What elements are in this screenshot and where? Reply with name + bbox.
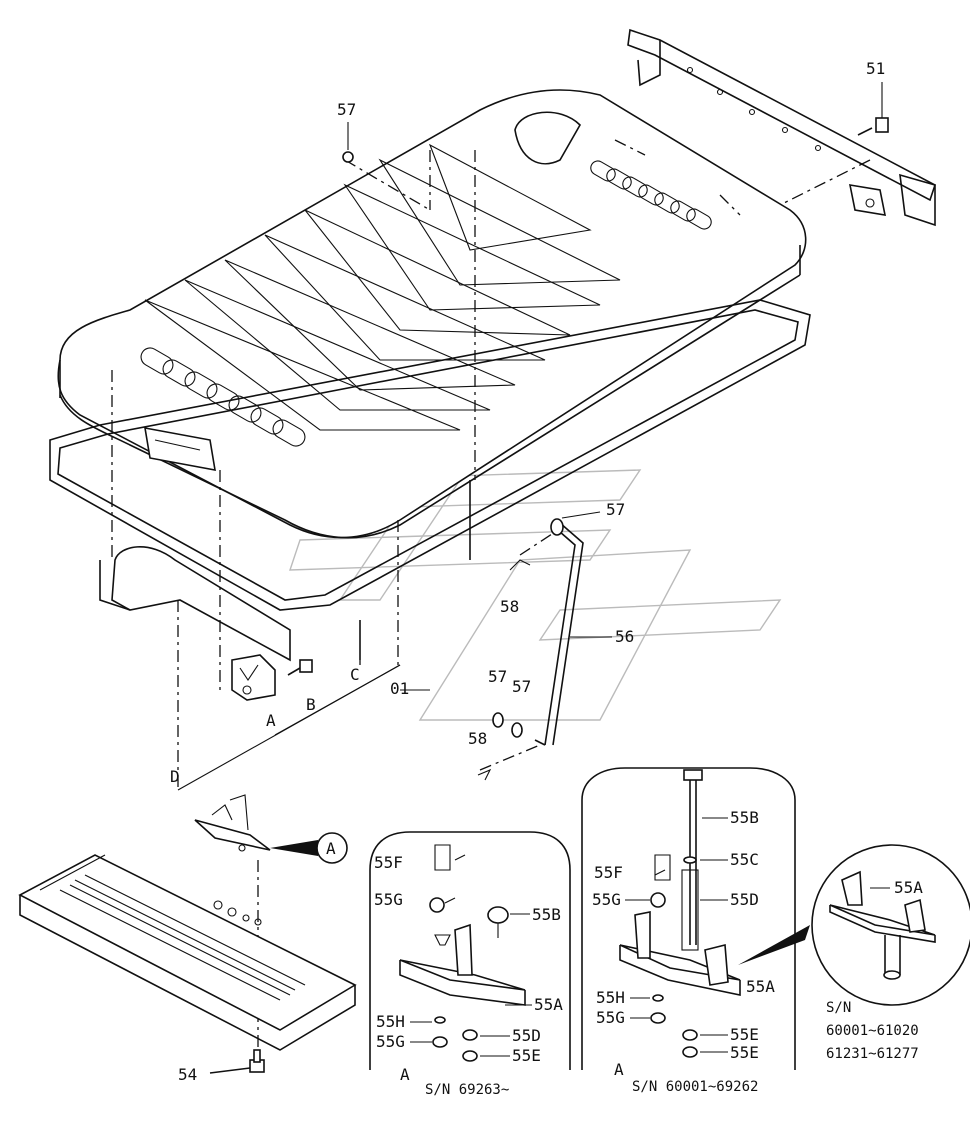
callout-57-right: 57	[512, 677, 531, 696]
serial-zoom-head: S/N	[826, 1000, 851, 1016]
leader-lines	[111, 139, 741, 1050]
callout-55a-inset1: 55A	[534, 995, 563, 1014]
callout-55b-inset1: 55B	[532, 905, 561, 924]
callout-55e-inset2-top: 55E	[730, 1025, 759, 1044]
callout-55f-inset2: 55F	[594, 863, 623, 882]
callout-51: 51	[866, 59, 885, 78]
callout-55b-inset2: 55B	[730, 808, 759, 827]
mounting-plate	[18, 854, 357, 1074]
callout-55e-inset1: 55E	[512, 1046, 541, 1065]
engine-cover-body	[99, 480, 471, 662]
callout-55h-inset1: 55H	[376, 1012, 405, 1031]
callout-01: 01	[390, 679, 409, 698]
callout-55g-inset2-top: 55G	[592, 890, 621, 909]
ref-a-main: A	[266, 711, 276, 730]
ref-a-circle: A	[326, 839, 336, 858]
callout-55f-inset1: 55F	[374, 853, 403, 872]
ref-circle-a	[316, 832, 348, 864]
latch-assembly-main	[231, 654, 313, 701]
ref-c-main: C	[350, 665, 360, 684]
callout-58-upper: 58	[500, 597, 519, 616]
callout-labels: 51 57 57 58 56 57 57 58 01 C B A D A 54 …	[170, 59, 923, 1098]
callout-57-stay-top: 57	[606, 500, 625, 519]
callout-57-left: 57	[488, 667, 507, 686]
ref-a-inset1: A	[400, 1065, 410, 1084]
callout-58-lower: 58	[468, 729, 487, 748]
callout-55d-inset1: 55D	[512, 1026, 541, 1045]
zoom-detail-55a	[811, 844, 970, 1006]
callout-56: 56	[615, 627, 634, 646]
callout-55h-inset2: 55H	[596, 988, 625, 1007]
serial-inset2: S/N 60001~69262	[632, 1079, 758, 1095]
callout-55g-inset1-top: 55G	[374, 890, 403, 909]
serial-zoom-line1: 60001~61020	[826, 1023, 919, 1039]
callout-55g-inset2-bottom: 55G	[596, 1008, 625, 1027]
callout-55c-inset2: 55C	[730, 850, 759, 869]
hood-vent-slots-top	[590, 160, 712, 230]
label-leaders	[342, 122, 890, 1057]
hood-seal	[49, 299, 811, 611]
serial-zoom-line2: 61231~61277	[826, 1046, 919, 1062]
stay-rod-56	[477, 518, 584, 781]
latch-detail	[194, 794, 318, 856]
hood-hinge-bracket	[627, 28, 936, 227]
inset-sn-69263	[369, 831, 571, 1070]
callout-55d-inset2: 55D	[730, 890, 759, 909]
callout-55e-inset2-bottom: 55E	[730, 1043, 759, 1062]
serial-inset1: S/N 69263~	[425, 1082, 509, 1098]
callout-55a-zoom: 55A	[894, 878, 923, 897]
bolt-51	[857, 82, 889, 136]
hood-vent-slots-front	[140, 347, 306, 447]
hood-ribs	[144, 143, 621, 431]
callout-55g-inset1-bottom: 55G	[376, 1032, 405, 1051]
ref-a-inset2: A	[614, 1060, 624, 1079]
engine-hood	[57, 89, 807, 539]
ref-b-main: B	[306, 695, 316, 714]
callout-55a-inset2: 55A	[746, 977, 775, 996]
callout-54: 54	[178, 1065, 197, 1084]
callout-57-top: 57	[337, 100, 356, 119]
ref-d-main: D	[170, 767, 180, 786]
inset-sn-60001-69262	[581, 767, 810, 1070]
